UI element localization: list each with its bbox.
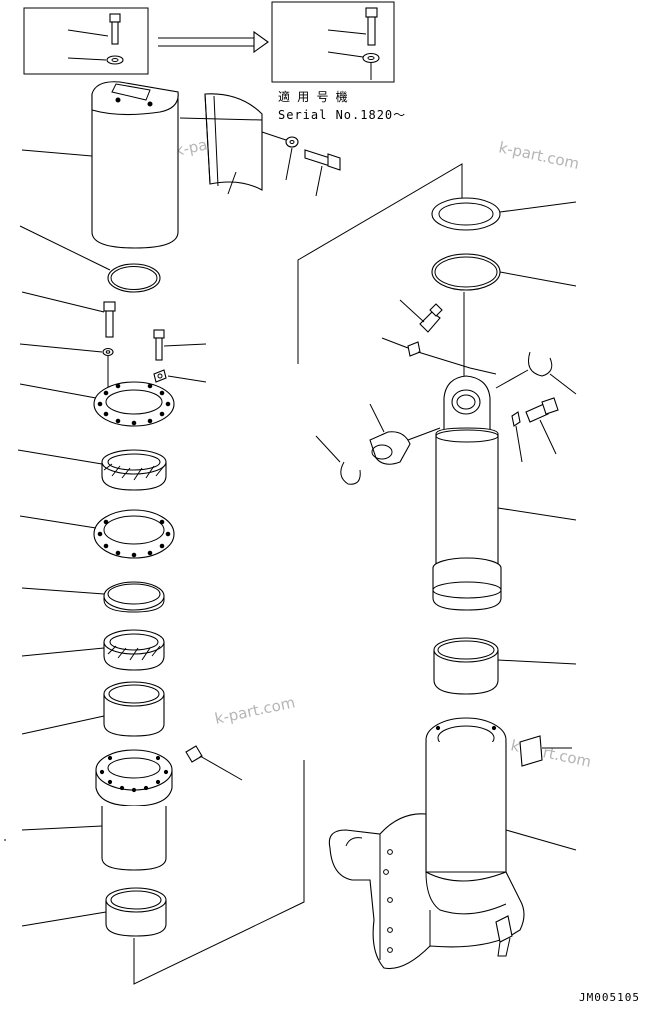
serial-note-number: Serial No.1820～ xyxy=(278,108,406,122)
cover-cylinder xyxy=(21,81,179,249)
detail-box-new-bolt xyxy=(271,1,395,83)
flange-ring-upper xyxy=(19,381,175,427)
thin-ring xyxy=(21,581,165,613)
snap-ring-middle xyxy=(315,435,361,485)
watermark-2: k-part.com xyxy=(497,138,581,173)
snap-ring-upper xyxy=(495,351,577,395)
seal-ring-ribbed xyxy=(17,449,167,491)
assembly-bracket-lines xyxy=(133,163,465,985)
o-ring xyxy=(19,225,161,293)
bearing-housing xyxy=(4,749,173,871)
bolt-long xyxy=(21,291,116,338)
bushing-ribbed xyxy=(21,629,165,671)
flange-ring-lower xyxy=(19,509,175,559)
seal-sheet xyxy=(179,93,263,195)
bushing-middle xyxy=(369,403,411,465)
detail-box-old-bolt xyxy=(23,7,149,75)
o-ring-right xyxy=(431,253,577,291)
replacement-arrow xyxy=(158,30,269,54)
bushing-bottom xyxy=(21,887,167,937)
washer-right xyxy=(381,337,497,375)
knuckle-tube xyxy=(425,717,577,873)
sleeve-right xyxy=(433,637,577,695)
drawing-code: JM005105 xyxy=(579,991,640,1004)
flat-ring-right xyxy=(431,197,577,231)
flange-bolt xyxy=(153,329,207,361)
washer-and-bolt-right xyxy=(511,397,559,463)
grease-nipple-right xyxy=(399,299,443,333)
washer-small xyxy=(19,343,114,388)
lock-washer xyxy=(153,369,207,383)
grease-fitting xyxy=(185,745,243,781)
watermark-3: k-part.com xyxy=(213,693,297,728)
serial-note-japanese: 適 用 号 機 xyxy=(278,89,348,104)
shim-plate xyxy=(519,735,572,767)
pin-cylinder xyxy=(407,375,577,611)
knuckle-body xyxy=(328,813,525,970)
cover-washer-and-bolt xyxy=(261,131,341,197)
bushing-plain xyxy=(21,681,165,737)
